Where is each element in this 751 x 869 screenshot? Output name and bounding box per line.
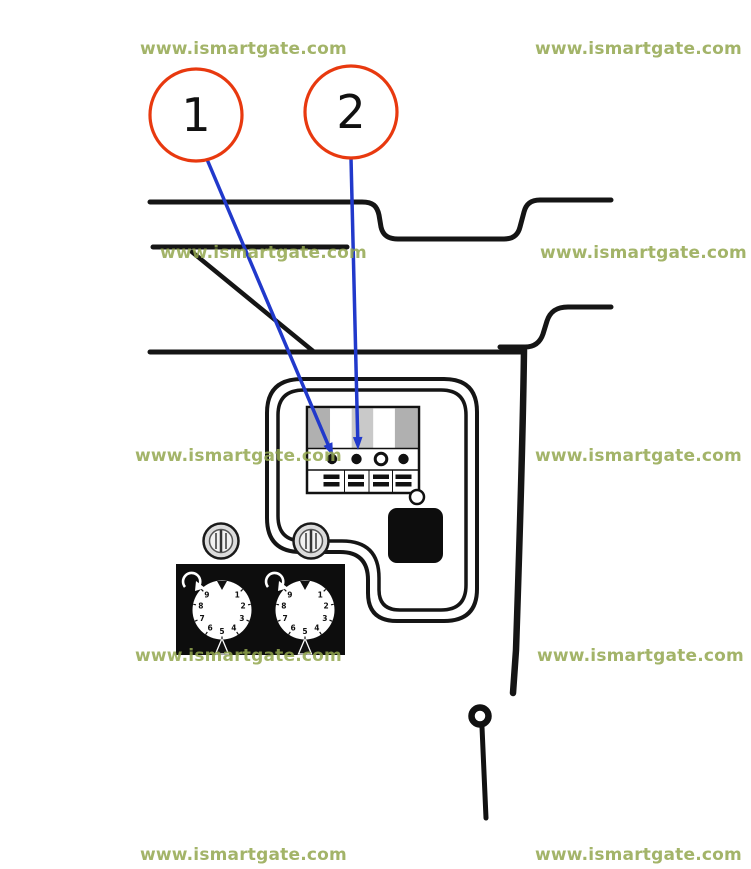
antenna-wire <box>479 724 489 821</box>
callout-2-label: 2 <box>336 85 365 139</box>
dial-number: 3 <box>322 614 327 623</box>
dial-tick <box>200 588 204 592</box>
dial-number: 5 <box>302 627 307 636</box>
dial-arrow-marker <box>297 636 313 655</box>
leader-line-1 <box>204 156 332 449</box>
panel-outer-outline <box>265 377 479 623</box>
watermark: www.ismartgate.com <box>140 39 347 59</box>
housing-right-edge <box>509 346 528 697</box>
dial-number: 3 <box>239 614 244 623</box>
terminal-slot-dividers <box>344 470 393 493</box>
terminal-4-contact <box>398 453 409 465</box>
adjust-knob-right <box>292 522 330 560</box>
callout-1-label: 1 <box>181 88 210 142</box>
dial-tick <box>319 631 322 635</box>
housing-diagonal-edge <box>189 249 316 354</box>
dial-tick <box>330 603 334 606</box>
terminal-stripe <box>394 408 418 449</box>
watermark: www.ismartgate.com <box>140 845 347 865</box>
dial-face <box>275 580 335 640</box>
watermark: www.ismartgate.com <box>135 446 342 466</box>
callout-1: 1 <box>148 67 244 163</box>
leader-lines <box>204 156 363 456</box>
dial-tick <box>277 619 281 622</box>
antenna-ball <box>468 704 492 728</box>
dial-tick <box>288 631 291 635</box>
dial-number: 1 <box>235 591 240 600</box>
program-button <box>388 508 443 563</box>
housing-top-edge <box>147 197 614 242</box>
watermark: www.ismartgate.com <box>540 243 747 263</box>
dial-number: 2 <box>323 602 328 611</box>
dial-tick <box>205 631 208 635</box>
watermark: www.ismartgate.com <box>537 646 744 666</box>
dial-tick <box>276 603 280 606</box>
housing-right-step-edge <box>497 304 614 350</box>
dial-number: 9 <box>204 591 209 600</box>
leader-arrowhead-2 <box>352 436 363 450</box>
watermark: www.ismartgate.com <box>160 243 367 263</box>
terminal-screw-slots <box>323 474 412 487</box>
watermark: www.ismartgate.com <box>535 845 742 865</box>
antenna <box>468 704 492 821</box>
leader-arrowhead-1 <box>323 442 333 456</box>
callout-1-circle <box>148 67 244 163</box>
dial-number: 6 <box>207 624 212 633</box>
panel-inner-outline <box>276 388 468 612</box>
dial-number: 7 <box>282 614 287 623</box>
dial-number: 4 <box>231 624 236 633</box>
control-panel <box>265 377 479 623</box>
dial-tick <box>283 588 287 592</box>
led-indicator <box>408 488 426 506</box>
rotation-arrow-icon <box>264 571 288 591</box>
watermark: www.ismartgate.com <box>535 39 742 59</box>
dial-number: 5 <box>219 627 224 636</box>
terminal-stripe <box>351 408 374 449</box>
terminal-1-contact <box>326 453 338 465</box>
dial-number: 8 <box>281 602 286 611</box>
adjust-knob-left <box>202 522 240 560</box>
callout-2: 2 <box>303 64 399 160</box>
dial-tick <box>194 619 198 622</box>
callout-2-circle <box>303 64 399 160</box>
terminal-2-contact <box>351 453 362 465</box>
housing-outline <box>147 197 614 697</box>
terminal-stripe <box>330 408 352 449</box>
dial-pointer-notch <box>217 581 227 590</box>
terminal-3-contact <box>373 451 389 467</box>
dial-tick <box>193 603 197 606</box>
dial-tick <box>246 619 250 622</box>
leader-line-2 <box>349 157 360 442</box>
dial-tick <box>240 588 244 592</box>
dial-number: 6 <box>290 624 295 633</box>
dial-number: 9 <box>287 591 292 600</box>
watermark: www.ismartgate.com <box>535 446 742 466</box>
watermark: www.ismartgate.com <box>135 646 342 666</box>
dial-number: 7 <box>199 614 204 623</box>
dial-number: 4 <box>314 624 319 633</box>
dial-tick <box>323 588 327 592</box>
dial-arrow-marker <box>214 636 230 655</box>
dial-pointer-notch <box>300 581 310 590</box>
dial-number: 1 <box>318 591 323 600</box>
dial-tick <box>329 619 333 622</box>
dial-face <box>192 580 252 640</box>
dial-number: 8 <box>198 602 203 611</box>
dial-tick <box>236 631 239 635</box>
dial-tick <box>247 603 251 606</box>
dial-number: 2 <box>240 602 245 611</box>
rotation-arrow-icon <box>181 571 205 591</box>
terminal-stripe <box>373 408 395 449</box>
